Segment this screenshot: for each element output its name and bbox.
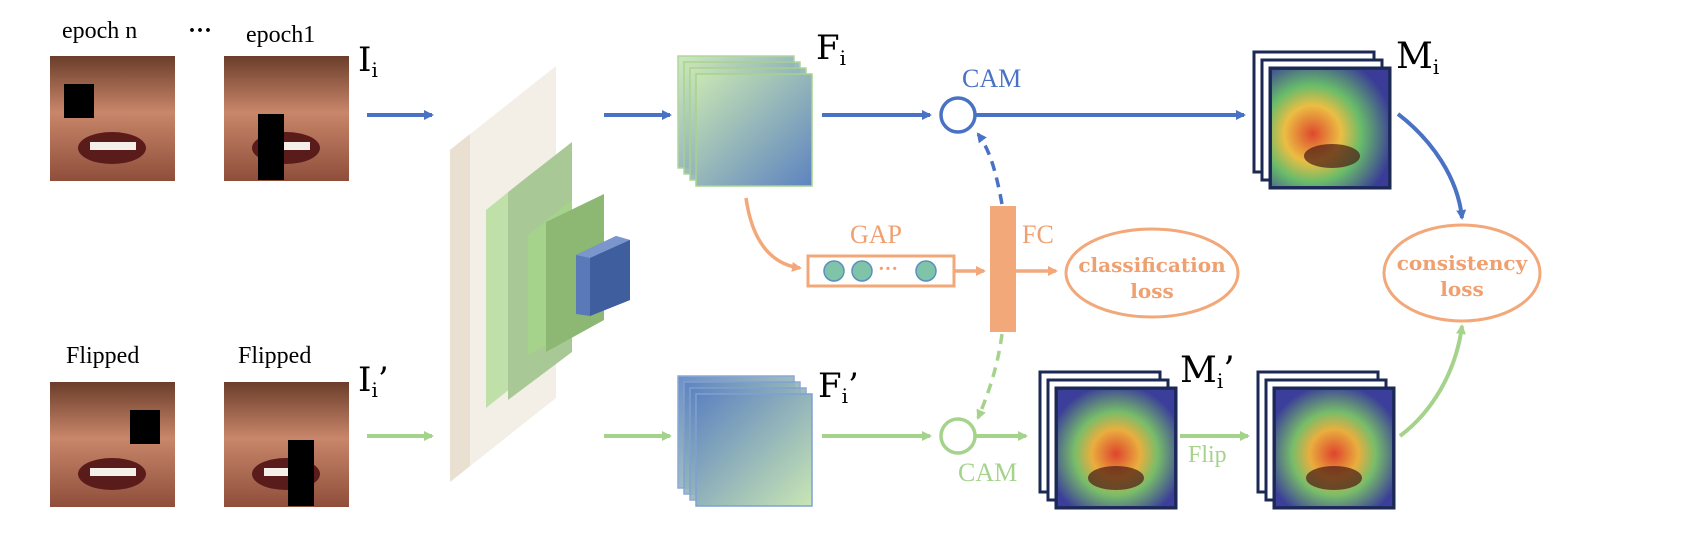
- ellipsis-label: ···: [188, 18, 213, 44]
- attention-map-bottom-flipped: [1256, 370, 1396, 510]
- feature-bottom-prime: ’: [848, 366, 859, 406]
- arrow-map-bottom-to-consistency: [1398, 324, 1466, 438]
- feature-top-label: Fi: [816, 28, 846, 70]
- classification-loss-line2: loss: [1130, 279, 1174, 303]
- occlusion-mask: [64, 84, 94, 118]
- cnn-backbone: [450, 66, 630, 482]
- map-bottom-letter: M: [1180, 350, 1217, 391]
- feature-bottom-label: Fi’: [818, 366, 859, 408]
- arrow-feature-to-gap: [744, 197, 802, 272]
- occlusion-mask: [288, 440, 314, 506]
- map-bottom-prime: ’: [1223, 350, 1235, 391]
- classification-loss-text: classification loss: [1066, 252, 1238, 304]
- input-bottom-sub: i: [371, 378, 378, 402]
- input-bottom-label: Ii’: [358, 360, 389, 402]
- cam-node-top: [939, 96, 977, 134]
- feature-top-letter: F: [816, 28, 840, 68]
- classification-loss-node: [1064, 227, 1240, 319]
- input-top-sub: i: [371, 58, 378, 82]
- feature-bottom-letter: F: [818, 366, 842, 406]
- attention-map-top: [1252, 50, 1392, 190]
- consistency-loss-line1: consistency: [1396, 251, 1528, 275]
- face-image-epoch-1: [224, 56, 349, 181]
- map-bottom-label: Mi’: [1180, 350, 1235, 393]
- consistency-loss-node: [1382, 223, 1542, 323]
- feature-maps-top: [677, 55, 813, 187]
- feature-top-sub: i: [839, 46, 846, 70]
- fc-label: FC: [1022, 220, 1054, 249]
- face-image-flipped-1: [50, 382, 175, 507]
- map-top-sub: i: [1432, 55, 1440, 79]
- gap-dot: [915, 260, 937, 282]
- feature-maps-bottom: [677, 375, 813, 507]
- occlusion-mask: [130, 410, 160, 444]
- map-bottom-sub: i: [1216, 369, 1224, 393]
- face-image-flipped-2: [224, 382, 349, 507]
- epoch-1-label: epoch1: [246, 22, 316, 48]
- classification-loss-line1: classification: [1078, 253, 1226, 277]
- gap-dot: [851, 260, 873, 282]
- gap-label: GAP: [850, 220, 903, 249]
- gap-dot: [823, 260, 845, 282]
- input-bottom-letter: I: [358, 360, 372, 400]
- occlusion-mask: [258, 114, 284, 180]
- fc-layer: [990, 206, 1016, 332]
- epoch-n-label: epoch n: [62, 18, 138, 44]
- flipped-label-2: Flipped: [238, 343, 312, 369]
- map-top-letter: M: [1396, 36, 1433, 77]
- flipped-label-1: Flipped: [66, 343, 140, 369]
- feature-bottom-sub: i: [841, 384, 848, 408]
- arrow-fc-weights-bottom: [976, 333, 1004, 420]
- gap-dots-ellipsis: ···: [878, 258, 899, 280]
- flip-label: Flip: [1188, 442, 1227, 468]
- cam-bottom-label: CAM: [958, 458, 1018, 487]
- arrow-fc-weights-top: [976, 132, 1004, 205]
- map-top-label: Mi: [1396, 36, 1439, 79]
- input-top-label: Ii: [358, 40, 378, 82]
- input-top-letter: I: [358, 40, 372, 80]
- cam-top-label: CAM: [962, 64, 1022, 93]
- attention-map-bottom: [1038, 370, 1178, 510]
- arrow-map-top-to-consistency: [1396, 112, 1467, 220]
- consistency-loss-text: consistency loss: [1384, 250, 1540, 302]
- consistency-loss-line2: loss: [1440, 277, 1484, 301]
- cam-node-bottom: [939, 417, 977, 455]
- input-bottom-prime: ’: [377, 360, 389, 400]
- face-image-epoch-n: [50, 56, 175, 181]
